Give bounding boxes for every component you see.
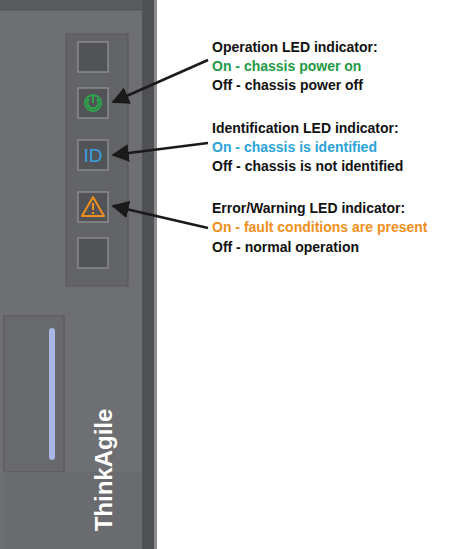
leader-arrow xyxy=(113,206,208,228)
indicator-title: Operation LED indicator: xyxy=(212,40,378,54)
warning-led xyxy=(78,192,108,222)
power-led xyxy=(78,88,108,118)
on-state: On - chassis power on xyxy=(212,59,361,73)
off-state: Off - chassis power off xyxy=(212,78,363,92)
blank-slot xyxy=(78,42,108,72)
on-state: On - chassis is identified xyxy=(212,140,377,154)
power-symbol xyxy=(85,95,101,111)
leader-arrow xyxy=(113,60,208,102)
light-bar xyxy=(49,328,55,460)
indicator-title: Error/Warning LED indicator: xyxy=(212,201,405,215)
indicator-title: Identification LED indicator: xyxy=(212,121,399,135)
warning-symbol xyxy=(82,197,104,216)
id-led xyxy=(78,140,108,170)
blank-slot xyxy=(78,238,108,268)
bezel-body xyxy=(0,0,150,549)
off-state: Off - chassis is not identified xyxy=(212,159,403,173)
leader-arrow xyxy=(113,143,208,155)
brand-logo: ThinkAgile xyxy=(92,409,116,532)
handle-panel xyxy=(4,316,64,472)
bezel-edge xyxy=(142,0,154,549)
led-column xyxy=(66,34,128,286)
led-symbol-text: ID xyxy=(84,146,103,165)
off-state: Off - normal operation xyxy=(212,240,359,254)
on-state: On - fault conditions are present xyxy=(212,220,427,234)
